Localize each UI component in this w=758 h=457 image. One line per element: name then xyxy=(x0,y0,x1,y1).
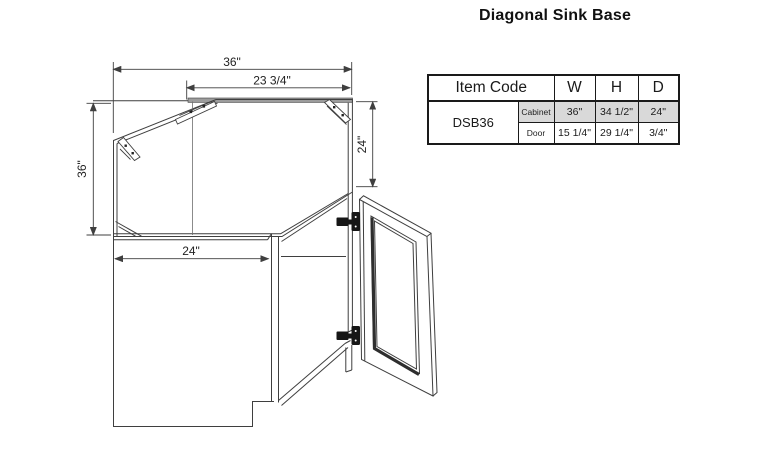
table-row-cabinet: DSB36 Cabinet 36" 34 1/2" 24" xyxy=(427,100,680,145)
door-height-value: 29 1/4" xyxy=(594,122,639,145)
corner-braces xyxy=(117,98,352,162)
col-header-width: W xyxy=(553,74,596,102)
cabinet-height-value: 34 1/2" xyxy=(594,100,639,123)
door-panel-groove xyxy=(370,217,420,376)
dim-label-right-height: 24" xyxy=(355,136,369,154)
dim-bottom-depth: 24" xyxy=(114,244,270,263)
dim-right-height: 24" xyxy=(355,100,378,188)
hinge-bottom xyxy=(336,326,360,345)
dim-opening-width: 23 3/4" xyxy=(185,74,351,100)
dim-label-bottom-depth: 24" xyxy=(182,244,200,258)
col-header-depth: D xyxy=(637,74,680,102)
row-label-door: Door xyxy=(517,122,555,145)
col-header-height: H xyxy=(594,74,639,102)
dim-label-left-depth: 36" xyxy=(75,160,89,178)
dim-left-depth: 36" xyxy=(75,102,111,236)
cabinet-width-value: 36" xyxy=(553,100,596,123)
cabinet-door xyxy=(358,195,438,397)
cabinet-body xyxy=(113,192,353,427)
spec-table: Item Code W H D DSB36 Cabinet 36" 34 1/2… xyxy=(427,74,680,145)
hinge-top xyxy=(336,212,360,231)
col-header-item-code: Item Code xyxy=(427,74,555,102)
item-code-value: DSB36 xyxy=(427,100,519,145)
side-panel xyxy=(113,236,274,427)
page-title: Diagonal Sink Base xyxy=(478,7,632,24)
plan-view xyxy=(93,97,353,237)
door-hinges xyxy=(336,212,360,345)
door-depth-value: 3/4" xyxy=(637,122,680,145)
row-label-cabinet: Cabinet xyxy=(517,100,555,123)
dimensions: 36" 23 3/4" 36" 24" xyxy=(75,55,378,263)
door-width-value: 15 1/4" xyxy=(553,122,596,145)
dim-label-top-width: 36" xyxy=(223,55,241,69)
dim-label-opening-width: 23 3/4" xyxy=(253,74,291,88)
dim-top-width: 36" xyxy=(112,55,353,133)
table-row-door: Door 15 1/4" 29 1/4" 3/4" xyxy=(428,122,680,145)
cabinet-depth-value: 24" xyxy=(637,100,680,123)
